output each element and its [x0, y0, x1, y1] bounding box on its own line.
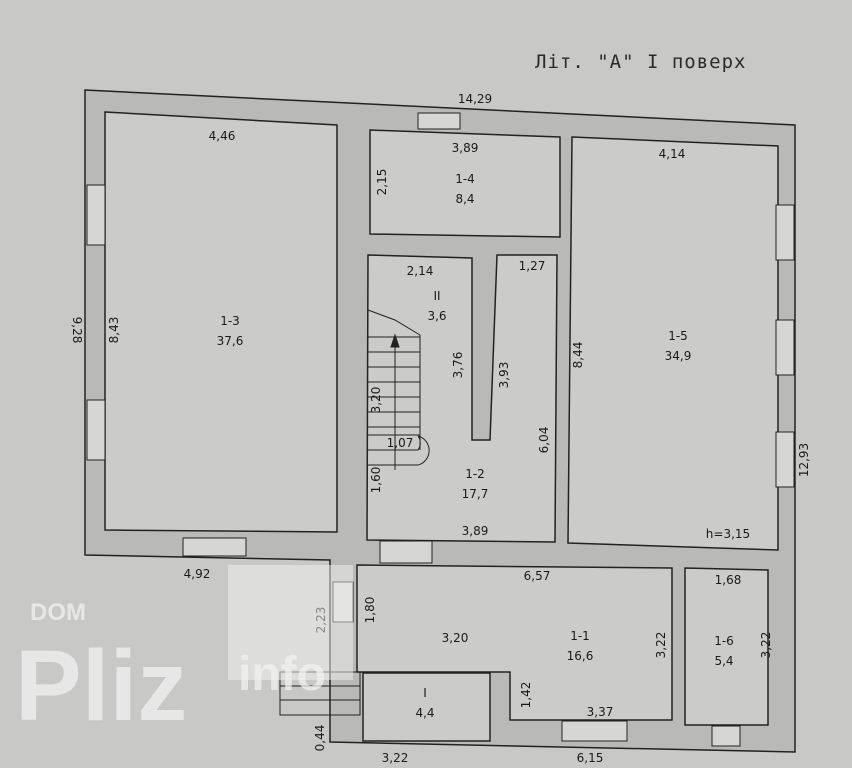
- dimension: 1,80: [363, 597, 377, 624]
- dimension: 4,46: [209, 129, 236, 143]
- dimension: 3,93: [497, 362, 511, 389]
- room-area: 16,6: [567, 649, 594, 663]
- dimension: 4,92: [184, 567, 211, 581]
- room-label: 1-5: [668, 329, 688, 343]
- dimension: 1,42: [519, 682, 533, 709]
- room-label: 1-3: [220, 314, 240, 328]
- watermark-suffix: info: [238, 648, 326, 701]
- room-area: 5,4: [714, 654, 733, 668]
- room-area: 37,6: [217, 334, 244, 348]
- dimension: 1,68: [715, 573, 742, 587]
- room-1-5: [567, 136, 779, 551]
- dimension: 6,57: [524, 569, 551, 583]
- dimension: 3,89: [462, 524, 489, 538]
- dimension: 12,93: [797, 443, 811, 477]
- staircase: [279, 309, 430, 716]
- room-I: [362, 672, 491, 742]
- room-1-4: [369, 129, 561, 238]
- watermark-box: [228, 565, 353, 680]
- dimension: 1,27: [519, 259, 546, 273]
- room-1-6: [684, 567, 769, 726]
- watermark-logo: Pliz: [15, 630, 187, 742]
- dimension: 3,22: [759, 632, 773, 659]
- dimension: 2,15: [375, 169, 389, 196]
- dimension: 3,20: [369, 387, 383, 414]
- room-label: I: [423, 686, 427, 700]
- dimension: 14,29: [458, 92, 492, 106]
- room-label: 1-2: [465, 467, 485, 481]
- dimension: 1,60: [369, 467, 383, 494]
- dimension: 9,28: [70, 317, 84, 344]
- room-area: 17,7: [462, 487, 489, 501]
- room-label: 1-6: [714, 634, 734, 648]
- room-label: 1-1: [570, 629, 590, 643]
- dimension: 8,43: [107, 317, 121, 344]
- dimension: h=3,15: [706, 527, 750, 541]
- watermark-prefix: DOM: [30, 599, 86, 626]
- drawing-title: Літ. "А" I поверх: [535, 51, 746, 73]
- dimension: 6,04: [537, 427, 551, 454]
- dimension: 3,37: [587, 705, 614, 719]
- dimension: 4,14: [659, 147, 686, 161]
- room-label: II: [433, 289, 440, 303]
- dimension: 3,22: [382, 751, 409, 765]
- dimension: 3,22: [654, 632, 668, 659]
- room-area: 3,6: [427, 309, 446, 323]
- room-area: 8,4: [455, 192, 474, 206]
- room-area: 34,9: [665, 349, 692, 363]
- dimension: 0,44: [313, 725, 327, 752]
- dimension: 8,44: [571, 342, 585, 369]
- dimension: 3,89: [452, 141, 479, 155]
- dimension: 6,15: [577, 751, 604, 765]
- room-area: 4,4: [415, 706, 434, 720]
- dimension: 3,20: [442, 631, 469, 645]
- room-label: 1-4: [455, 172, 475, 186]
- room-1-3: [104, 111, 338, 533]
- dimension: 1,07: [387, 436, 414, 450]
- dimension: 3,76: [451, 352, 465, 379]
- dimension: 2,14: [407, 264, 434, 278]
